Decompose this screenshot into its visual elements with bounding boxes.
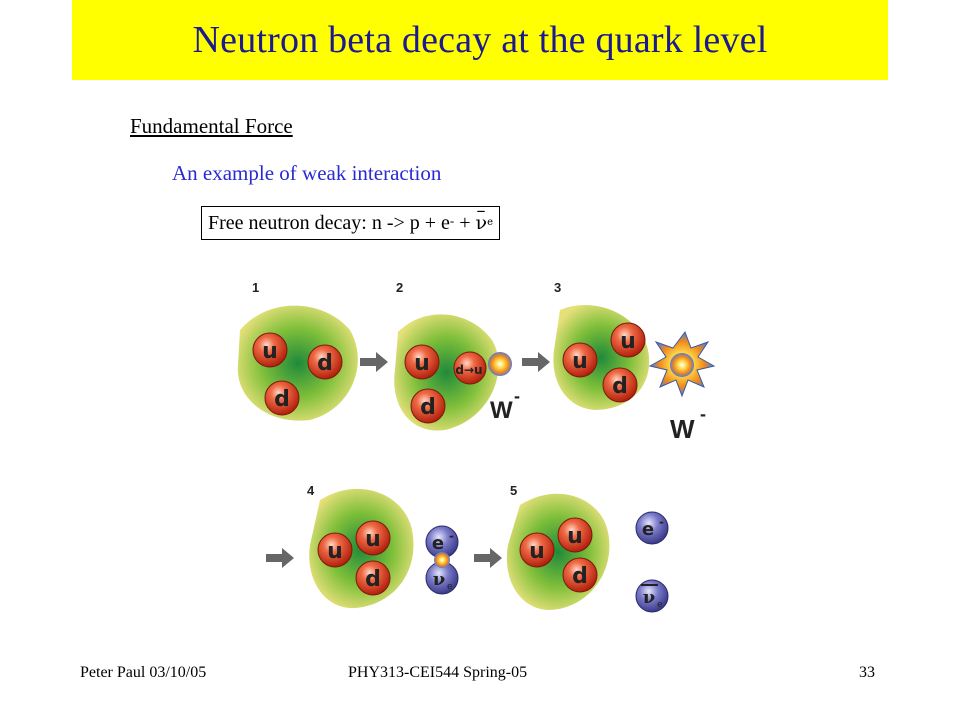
w-boson-label: W	[670, 414, 695, 444]
quark-d: d	[274, 387, 290, 412]
quark-u: u	[262, 339, 278, 364]
w-boson-charge: -	[700, 404, 706, 424]
step-1-neutron: u d d	[237, 305, 358, 421]
decay-equation-text: Free neutron decay: n -> p + e	[208, 212, 450, 234]
electron-charge: -	[449, 213, 455, 228]
step-5-final-state: u u d e - ν e	[506, 493, 669, 613]
w-boson-burst-icon	[488, 352, 512, 376]
antineutrino-nu: ν	[475, 212, 488, 234]
antineutrino-symbol: –νe	[475, 202, 494, 235]
w-boson-label: W	[490, 397, 513, 424]
quark-u: u	[620, 329, 636, 354]
slide-title: Neutron beta decay at the quark level	[192, 19, 768, 61]
quark-u: u	[414, 351, 430, 376]
neutrino-subscript: e	[657, 600, 663, 610]
quark-u: u	[572, 349, 588, 374]
quark-u: u	[567, 524, 583, 549]
w-boson-charge: -	[514, 386, 520, 406]
step-3-w-emission: u u d W -	[553, 304, 716, 444]
footer-author-date: Peter Paul 03/10/05	[80, 664, 207, 681]
quark-d: d	[420, 395, 436, 420]
quark-d: d	[317, 351, 333, 376]
arrow-icon	[474, 548, 502, 568]
transition-label: d→u	[455, 363, 482, 377]
antineutrino-subscript: e	[487, 217, 494, 228]
decay-equation-box: Free neutron decay: n -> p + e- + –νe	[201, 202, 501, 240]
w-boson-burst-icon	[648, 330, 716, 398]
electron-charge: -	[659, 515, 664, 529]
beta-decay-diagram: 1 2 3 4 5 u d d u d→u d W - u u	[237, 280, 716, 613]
electron-charge: -	[449, 529, 454, 543]
quark-u: u	[365, 527, 381, 552]
arrow-icon	[522, 352, 550, 372]
subheading: An example of weak interaction	[172, 161, 442, 185]
neutrino-label: ν	[643, 587, 656, 608]
step-4-lepton-pair: u u d e - ν e	[309, 488, 459, 609]
electron-label: e	[432, 533, 444, 554]
arrow-icon	[360, 352, 388, 372]
step-2-transition: u d→u d W -	[394, 314, 520, 431]
step-label-2: 2	[396, 280, 403, 295]
decay-burst-icon	[434, 552, 450, 568]
quark-u: u	[327, 539, 343, 564]
step-label-5: 5	[510, 483, 517, 498]
antineutrino-bar: –	[476, 200, 486, 221]
quark-u: u	[529, 539, 545, 564]
plus-sign: +	[454, 212, 476, 234]
quark-d: d	[365, 567, 381, 592]
neutrino-label: ν	[433, 569, 446, 590]
step-label-1: 1	[252, 280, 259, 295]
neutrino-subscript: e	[447, 582, 453, 592]
step-label-3: 3	[554, 280, 561, 295]
footer-course: PHY313-CEI544 Spring-05	[348, 664, 528, 681]
title-bar: Neutron beta decay at the quark level	[72, 0, 888, 80]
quark-d: d	[572, 564, 588, 589]
step-label-4: 4	[307, 483, 315, 498]
footer-page-number: 33	[859, 664, 875, 681]
section-heading: Fundamental Force	[130, 114, 293, 138]
quark-d: d	[612, 374, 628, 399]
arrow-icon	[266, 548, 294, 568]
electron-label: e	[642, 519, 654, 540]
